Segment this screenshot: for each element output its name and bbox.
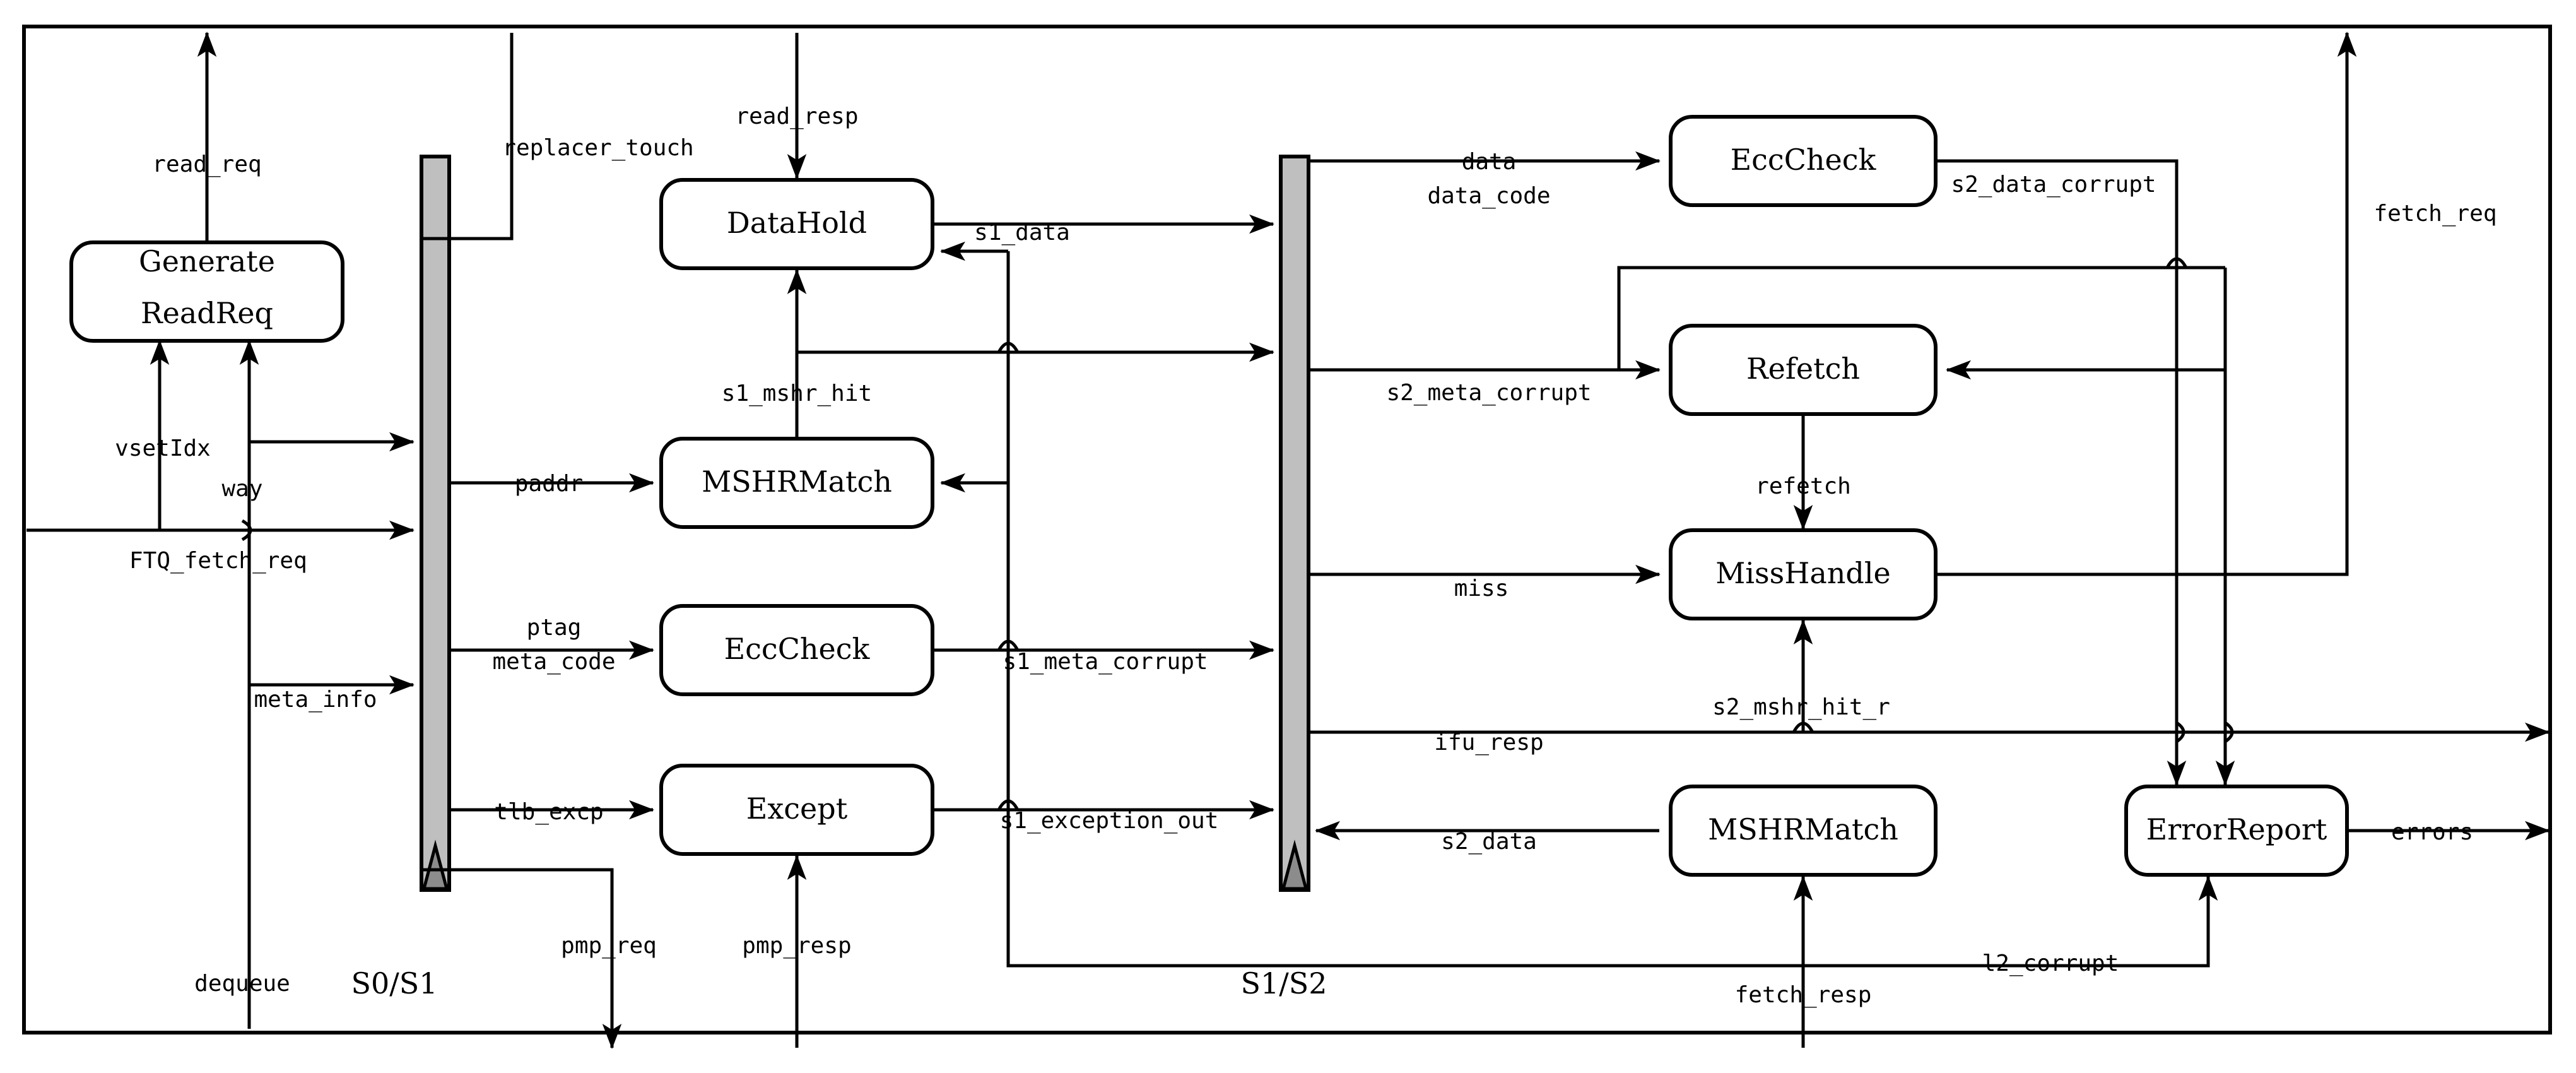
outer-border (22, 25, 2552, 1034)
signal-label-paddr: paddr (515, 471, 583, 497)
signal-label-s1-exception-out: s1_exception_out (1000, 808, 1219, 834)
signal-label-ptag: ptag (527, 615, 582, 641)
signal-label-data: data (1462, 149, 1517, 175)
signal-label-s1-mshr-hit: s1_mshr_hit (722, 381, 872, 406)
module-generate-read-req-label-line1: Generate (139, 244, 275, 278)
wire-s1-data-feedback-riser (1006, 251, 1871, 968)
signal-label-vsetidx: vsetIdx (115, 436, 211, 461)
module-mshr-match-s2-label: MSHRMatch (1708, 812, 1898, 846)
signal-label-s1-data: s1_data (974, 220, 1070, 246)
signal-label-tlb-excp: tlb_excp (494, 799, 603, 825)
module-except-label: Except (746, 791, 848, 826)
signal-label-fetch-resp: fetch_resp (1735, 982, 1872, 1008)
signal-label-replacer-touch: replacer_touch (502, 135, 693, 161)
signal-label-meta-info: meta_info (254, 687, 377, 713)
signal-label-errors: errors (2391, 819, 2473, 845)
module-miss-handle-label: MissHandle (1715, 556, 1891, 590)
module-generate-read-req-label-line2: ReadReq (141, 296, 273, 330)
pipeline-register-s1s2-clock-triangle (1281, 839, 1309, 891)
wire-s1-mshr-hit-hop (997, 341, 1020, 353)
signal-label-s2-mshr-hit-r: s2_mshr_hit_r (1712, 694, 1890, 720)
signal-label-s2-data-corrupt: s2_data_corrupt (1951, 172, 2156, 198)
signal-label-dequeue: dequeue (194, 971, 290, 997)
wire-s1-meta-corrupt-hop (997, 639, 1020, 651)
signal-label-way: way (221, 476, 262, 502)
wire-s2-data-corrupt (1936, 159, 2179, 747)
pipeline-register-s0s1 (420, 155, 451, 892)
module-data-hold-label: DataHold (727, 206, 867, 240)
signal-label-miss: miss (1454, 576, 1509, 602)
signal-label-ifu-resp: ifu_resp (1434, 730, 1543, 756)
module-error-report-label: ErrorReport (2146, 812, 2327, 846)
signal-label-s2-meta-corrupt: s2_meta_corrupt (1386, 380, 1591, 406)
signal-label-pmp-resp: pmp_resp (742, 933, 851, 959)
signal-label-read-resp: read_resp (735, 104, 858, 129)
wire-refetch-top-loop (1617, 266, 2225, 370)
wire-s2-mshr-hit-r-hop (1792, 721, 1814, 733)
stage-label-s1s2: S1/S2 (1240, 966, 1327, 1000)
wire-ifu-resp-hop-a (2175, 721, 2185, 744)
signal-label-pmp-req: pmp_req (561, 933, 657, 959)
signal-label-read-req: read_req (152, 151, 261, 177)
wire-l2-corrupt (1871, 875, 2218, 968)
module-ecc-check-s1-label: EccCheck (724, 632, 871, 666)
signal-label-s2-data: s2_data (1441, 829, 1537, 855)
wire-s2-data-corrupt-hop (2165, 257, 2188, 269)
module-refetch-label: Refetch (1746, 352, 1860, 386)
wire-s1-exception-out-hop (997, 799, 1020, 811)
signal-label-data-code: data_code (1427, 183, 1550, 209)
wire-replacer-touch (421, 33, 514, 240)
pipeline-register-s1s2 (1279, 155, 1310, 892)
module-ecc-check-s2-label: EccCheck (1731, 143, 1877, 177)
wire-ifu-resp-hop-b (2224, 721, 2234, 744)
module-mshr-match-s1-label: MSHRMatch (702, 465, 892, 499)
stage-label-s0s1: S0/S1 (351, 966, 437, 1000)
wire-pmp-req (421, 868, 622, 1050)
pipeline-register-s0s1-clock-triangle (421, 839, 449, 891)
wire-fetch-req (1936, 31, 2357, 576)
signal-label-refetch: refetch (1755, 473, 1851, 499)
signal-label-ftq-fetch-req: FTQ_fetch_req (129, 548, 307, 574)
signal-label-meta-code: meta_code (492, 649, 615, 675)
signal-label-fetch-req: fetch_req (2373, 201, 2497, 227)
module-mshr-match-s2[interactable] (1669, 785, 1938, 877)
signal-label-l2-corrupt: l2_corrupt (1982, 951, 2119, 976)
signal-label-s1-meta-corrupt: s1_meta_corrupt (1003, 649, 1208, 675)
